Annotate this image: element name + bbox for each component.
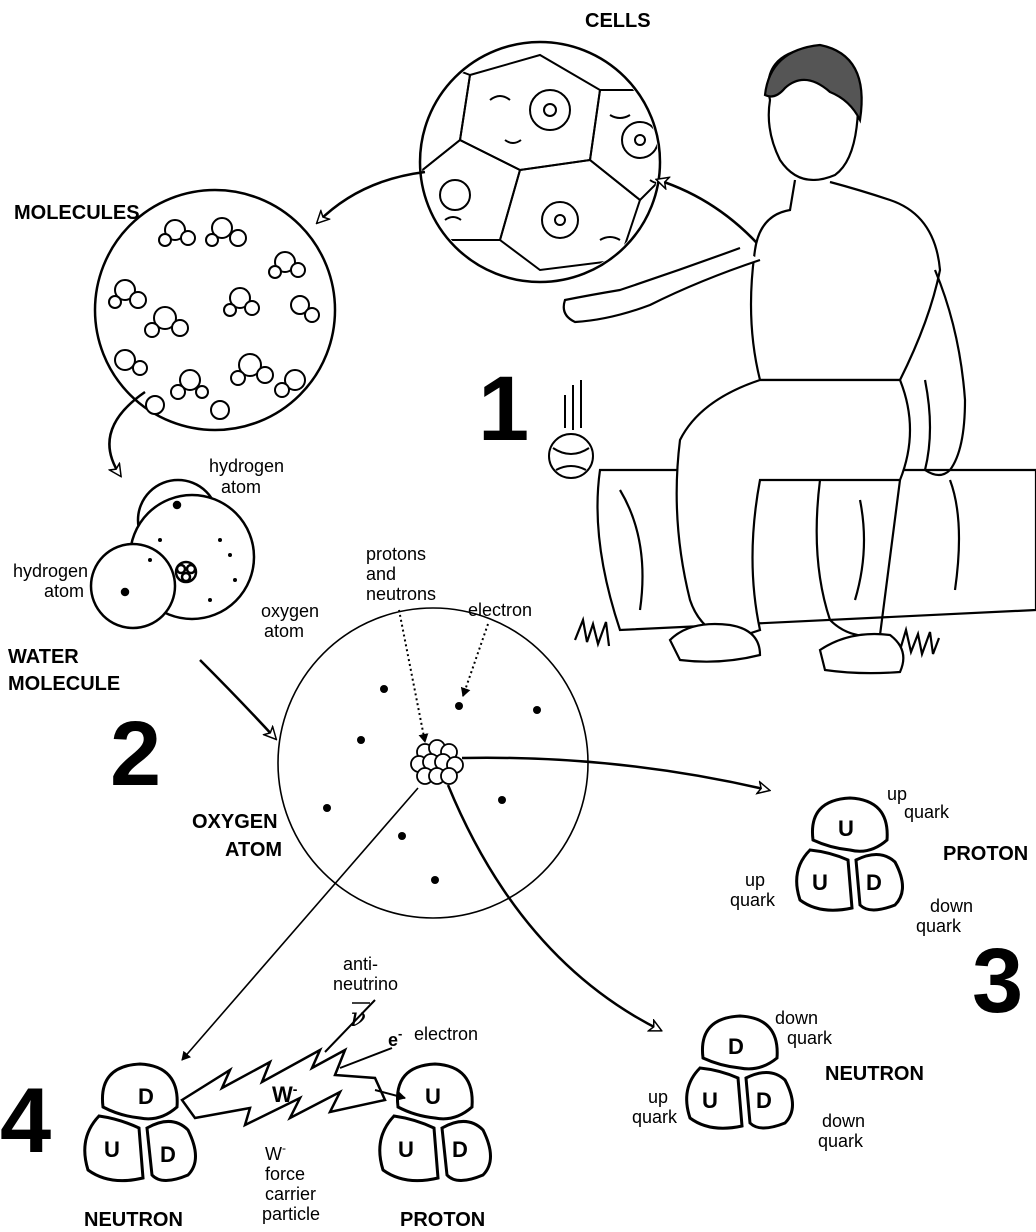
hydrogen-atom-top-label: hydrogen bbox=[209, 456, 284, 476]
nucleus bbox=[411, 740, 463, 784]
neutron-right-down-label: down bbox=[775, 1008, 818, 1028]
w-particle-zigzag bbox=[182, 1000, 405, 1125]
neutron-right-up-label-2: quark bbox=[632, 1107, 678, 1127]
neutron-bottom-quark-d-right: D bbox=[160, 1142, 176, 1167]
w-force-label-4: particle bbox=[262, 1204, 320, 1224]
molecules-illustration bbox=[95, 190, 335, 430]
proton-bottom-label: PROTON bbox=[400, 1209, 485, 1231]
neutron-bottom-quark-u: U bbox=[104, 1137, 120, 1162]
neutron-right-down2-label-2: quark bbox=[818, 1131, 864, 1151]
protons-neutrons-label-2: and bbox=[366, 564, 396, 584]
neutron-right-up-label: up bbox=[648, 1087, 668, 1107]
antineutrino-symbol: ν bbox=[350, 1003, 366, 1033]
electron-small-label: electron bbox=[414, 1024, 478, 1044]
w-force-label-2: force bbox=[265, 1164, 305, 1184]
hydrogen-atom-left-label: hydrogen bbox=[13, 561, 88, 581]
cells-illustration bbox=[400, 42, 690, 282]
protons-neutrons-label-3: neutrons bbox=[366, 584, 436, 604]
proton-right-quark-u-left: U bbox=[812, 870, 828, 895]
neutron-bottom-label: NEUTRON bbox=[84, 1209, 183, 1231]
proton-bottom-quark-u: U bbox=[398, 1137, 414, 1162]
proton-right-label: PROTON bbox=[943, 843, 1028, 865]
proton-bottom-quark-u-top: U bbox=[425, 1084, 441, 1109]
proton-bottom-illustration bbox=[380, 1064, 491, 1181]
proton-right-up-label-2: quark bbox=[904, 802, 950, 822]
proton-right-up-label: up bbox=[887, 784, 907, 804]
oxygen-atom-small-label: oxygen bbox=[261, 601, 319, 621]
w-force-label: W- bbox=[265, 1141, 286, 1164]
antineutrino-label: anti- bbox=[343, 954, 378, 974]
neutron-bottom-illustration bbox=[85, 1064, 196, 1181]
neutron-right-quark-d-right: D bbox=[756, 1088, 772, 1113]
ball-illustration bbox=[549, 380, 593, 478]
neutron-bottom-quark-d-top: D bbox=[138, 1084, 154, 1109]
proton-right-up2-label-2: quark bbox=[730, 890, 776, 910]
molecules-label: MOLECULES bbox=[14, 202, 140, 224]
proton-right-down-label-2: quark bbox=[916, 916, 962, 936]
arrow-boy-to-cells bbox=[658, 180, 765, 252]
neutron-right-quark-d-top: D bbox=[728, 1034, 744, 1059]
protons-neutrons-label: protons bbox=[366, 544, 426, 564]
proton-right-quark-u-top: U bbox=[838, 816, 854, 841]
oxygen-atom-illustration bbox=[278, 608, 588, 918]
proton-bottom-quark-d: D bbox=[452, 1137, 468, 1162]
neutron-right-label: NEUTRON bbox=[825, 1063, 924, 1085]
step-number-1: 1 bbox=[478, 358, 529, 460]
proton-right-up2-label: up bbox=[745, 870, 765, 890]
w-particle-label: W- bbox=[272, 1081, 298, 1107]
w-force-label-3: carrier bbox=[265, 1184, 316, 1204]
arrow-water-to-oxygen bbox=[200, 660, 275, 738]
proton-right-down-label: down bbox=[930, 896, 973, 916]
arrow-cells-to-molecules bbox=[318, 172, 425, 222]
electron-symbol: e- bbox=[388, 1026, 402, 1050]
step-number-4: 4 bbox=[0, 1070, 51, 1172]
neutron-right-down2-label: down bbox=[822, 1111, 865, 1131]
hydrogen-atom-left-label-2: atom bbox=[44, 581, 84, 601]
oxygen-atom-small-label-2: atom bbox=[264, 621, 304, 641]
proton-right-quark-d: D bbox=[866, 870, 882, 895]
water-molecule-label-2: MOLECULE bbox=[8, 673, 120, 695]
step-number-2: 2 bbox=[110, 703, 161, 805]
hydrogen-atom-top-label-2: atom bbox=[221, 477, 261, 497]
oxygen-atom-label-2: ATOM bbox=[225, 839, 282, 861]
water-molecule-label: WATER bbox=[8, 646, 79, 668]
cells-label: CELLS bbox=[585, 10, 651, 32]
electron-label: electron bbox=[468, 600, 532, 620]
step-number-3: 3 bbox=[972, 930, 1023, 1032]
neutron-right-down-label-2: quark bbox=[787, 1028, 833, 1048]
water-molecule-illustration bbox=[91, 480, 254, 628]
oxygen-atom-label: OXYGEN bbox=[192, 811, 278, 833]
neutron-right-quark-u: U bbox=[702, 1088, 718, 1113]
antineutrino-label-2: neutrino bbox=[333, 974, 398, 994]
